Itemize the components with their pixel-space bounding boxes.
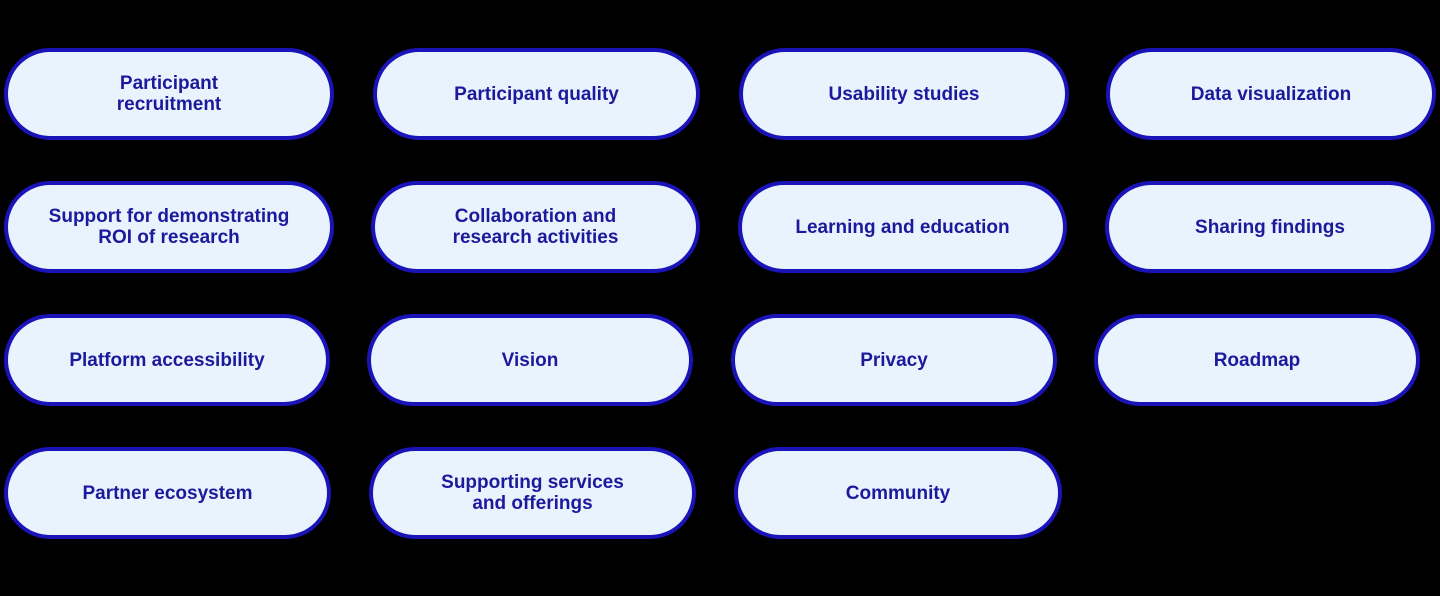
topic-label: Learning and education bbox=[795, 216, 1010, 238]
topic-pill-supporting-services: Supporting services and offerings bbox=[369, 447, 696, 539]
topic-label: Vision bbox=[501, 349, 559, 371]
topic-pill-data-visualization: Data visualization bbox=[1106, 48, 1436, 140]
topic-label: Platform accessibility bbox=[69, 349, 265, 371]
topic-pill-sharing-findings: Sharing findings bbox=[1105, 181, 1435, 273]
topic-label: Data visualization bbox=[1190, 83, 1352, 105]
topic-pill-collaboration: Collaboration and research activities bbox=[371, 181, 700, 273]
topic-pill-usability-studies: Usability studies bbox=[739, 48, 1069, 140]
topic-pill-participant-quality: Participant quality bbox=[373, 48, 700, 140]
topic-pill-roadmap: Roadmap bbox=[1094, 314, 1420, 406]
topic-label: Partner ecosystem bbox=[82, 482, 253, 504]
topic-label: Usability studies bbox=[828, 83, 980, 105]
topic-pill-community: Community bbox=[734, 447, 1062, 539]
topic-label: Support for demonstrating ROI of researc… bbox=[48, 206, 290, 248]
topic-label: Privacy bbox=[860, 349, 928, 371]
topic-label: Community bbox=[845, 482, 951, 504]
topic-label: Supporting services and offerings bbox=[441, 472, 624, 514]
topic-pill-vision: Vision bbox=[367, 314, 693, 406]
topic-pill-partner-ecosystem: Partner ecosystem bbox=[4, 447, 331, 539]
topic-pill-learning-education: Learning and education bbox=[738, 181, 1067, 273]
topic-label: Sharing findings bbox=[1195, 216, 1345, 238]
topic-pill-platform-accessibility: Platform accessibility bbox=[4, 314, 330, 406]
topic-pill-roi-support: Support for demonstrating ROI of researc… bbox=[4, 181, 334, 273]
topic-label: Participant recruitment bbox=[116, 73, 222, 115]
topic-pill-participant-recruitment: Participant recruitment bbox=[4, 48, 334, 140]
topic-label: Collaboration and research activities bbox=[452, 206, 619, 248]
topic-label: Participant quality bbox=[454, 83, 619, 105]
topic-pill-privacy: Privacy bbox=[731, 314, 1057, 406]
topic-label: Roadmap bbox=[1213, 349, 1301, 371]
